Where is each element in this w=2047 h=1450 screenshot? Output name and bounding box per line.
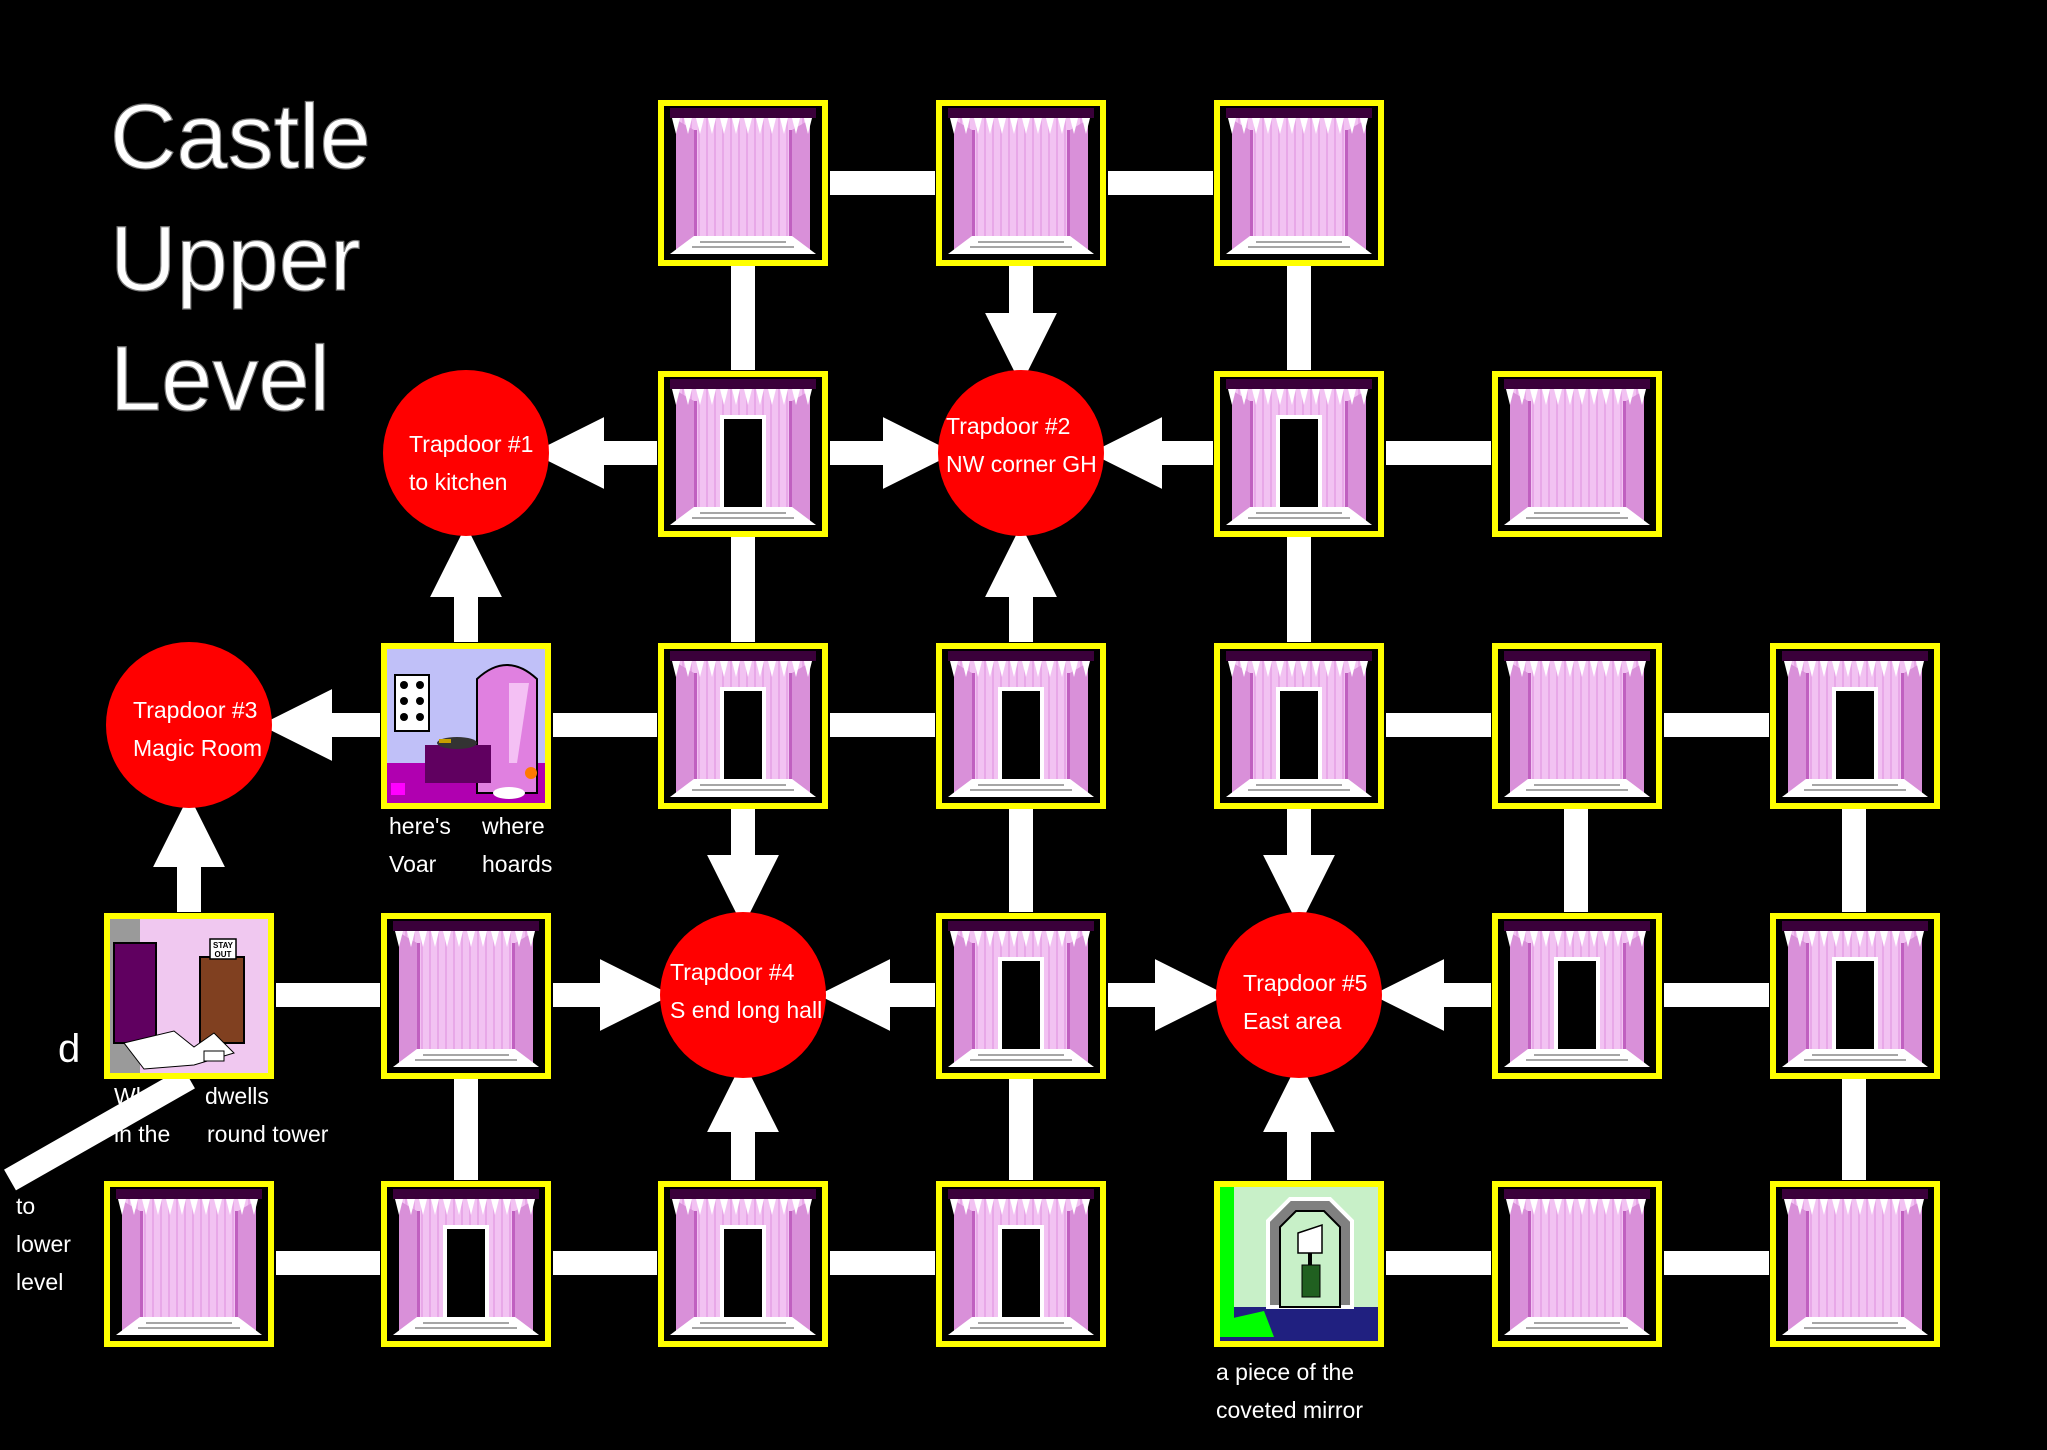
trapdoor-2[interactable]: Trapdoor #2 NW corner GH xyxy=(938,370,1104,536)
trapdoor-5-line-1: Trapdoor #5 xyxy=(1243,970,1367,996)
room-r4c2[interactable] xyxy=(658,1181,828,1347)
stay-out-sign xyxy=(209,938,237,960)
trapdoor-3-line-1: Trapdoor #3 xyxy=(133,697,257,723)
mirror-caption-b: coveted mirror xyxy=(1216,1397,1363,1423)
room-r1c2[interactable] xyxy=(658,371,828,537)
room-r4c3[interactable] xyxy=(936,1181,1106,1347)
room-r0c2[interactable] xyxy=(657,99,829,267)
title-line-2: Upper xyxy=(110,208,361,310)
room-r4c5[interactable] xyxy=(1491,1180,1663,1348)
sign-text-line-2: OUT xyxy=(215,950,232,959)
room-r3c5[interactable] xyxy=(1492,913,1662,1079)
trapdoor-4-line-2: S end long hall xyxy=(670,997,822,1023)
d-label: d xyxy=(58,1027,80,1071)
room-r2c3[interactable] xyxy=(936,643,1106,809)
room-r2c2[interactable] xyxy=(658,643,828,809)
room-r2c4[interactable] xyxy=(1214,643,1384,809)
trapdoor-5-line-2: East area xyxy=(1243,1008,1342,1034)
room-r4c6[interactable] xyxy=(1769,1180,1941,1348)
tower-caption-a: Who xyxy=(114,1083,161,1109)
room-r3c6[interactable] xyxy=(1770,913,1940,1079)
corridor-connectors xyxy=(4,171,1866,1275)
tower-caption-d: round tower xyxy=(207,1121,329,1147)
room-r4c0[interactable] xyxy=(103,1180,275,1348)
tower-caption-b: dwells xyxy=(205,1083,269,1109)
trapdoors: Trapdoor #1 to kitchen Trapdoor #2 NW co… xyxy=(106,370,1382,1078)
room-r0c4[interactable] xyxy=(1213,99,1385,267)
tower-caption-c: in the xyxy=(114,1121,170,1147)
trapdoor-1-line-2: to kitchen xyxy=(409,469,507,495)
voar-room[interactable] xyxy=(381,643,551,809)
lower-level-caption-a: to xyxy=(16,1193,35,1219)
voar-caption-b: where xyxy=(481,813,545,839)
sign-text-line-1: STAY xyxy=(213,941,234,950)
captions: here's where Voar hoards Who dwells in t… xyxy=(16,813,1363,1423)
mirror-caption-a: a piece of the xyxy=(1216,1359,1354,1385)
voar-caption-a: here's xyxy=(389,813,451,839)
trapdoor-1-line-1: Trapdoor #1 xyxy=(409,431,533,457)
voar-caption-c: Voar xyxy=(389,851,437,877)
trapdoor-5[interactable]: Trapdoor #5 East area xyxy=(1216,912,1382,1078)
trapdoor-1[interactable]: Trapdoor #1 to kitchen xyxy=(383,370,549,536)
room-r1c5[interactable] xyxy=(1491,370,1663,538)
title-line-1: Castle xyxy=(110,86,371,188)
room-r2c5[interactable] xyxy=(1491,642,1663,810)
trapdoor-4[interactable]: Trapdoor #4 S end long hall xyxy=(660,912,826,1078)
trapdoor-2-line-2: NW corner GH xyxy=(946,451,1097,477)
trapdoor-3[interactable]: Trapdoor #3 Magic Room xyxy=(106,642,272,808)
room-r2c6[interactable] xyxy=(1770,643,1940,809)
room-r4c1[interactable] xyxy=(381,1181,551,1347)
round-tower-room[interactable]: STAY OUT xyxy=(104,913,274,1079)
room-r3c1[interactable] xyxy=(380,912,552,1080)
title-line-3: Level xyxy=(110,328,330,430)
room-r1c4[interactable] xyxy=(1214,371,1384,537)
room-r0c3[interactable] xyxy=(935,99,1107,267)
mirror-room[interactable] xyxy=(1214,1181,1384,1347)
trapdoor-2-line-1: Trapdoor #2 xyxy=(946,413,1070,439)
map-title: Castle Upper Level xyxy=(109,85,371,430)
lower-level-caption-c: level xyxy=(16,1269,63,1295)
room-r3c3[interactable] xyxy=(936,913,1106,1079)
arrow-connectors xyxy=(153,266,1491,1180)
voar-caption-d: hoards xyxy=(482,851,552,877)
trapdoor-3-line-2: Magic Room xyxy=(133,735,262,761)
lower-level-caption-b: lower xyxy=(16,1231,71,1257)
trapdoor-4-line-1: Trapdoor #4 xyxy=(670,959,795,985)
